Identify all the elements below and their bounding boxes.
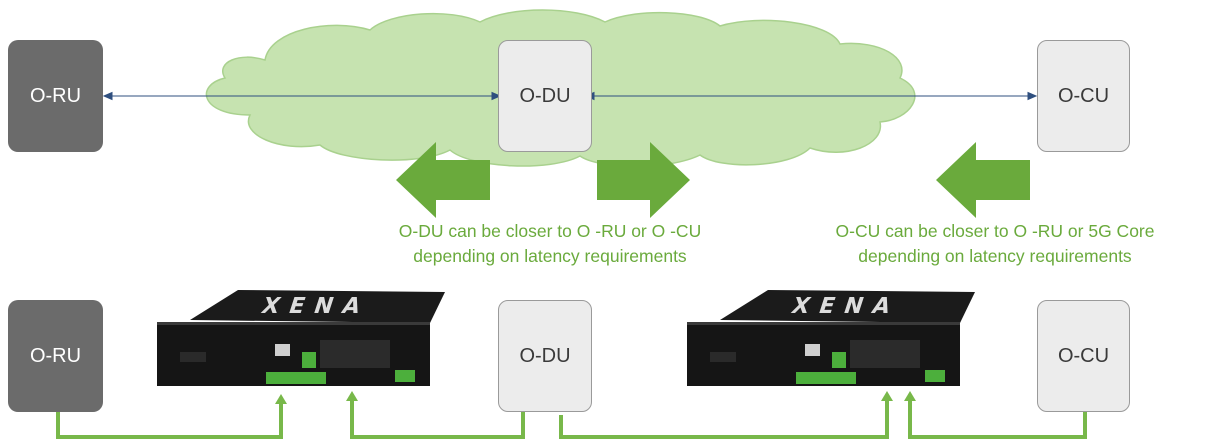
arrow-right-icon xyxy=(597,142,690,218)
link-oru-odu xyxy=(102,91,502,101)
ocu-note-line-2: depending on latency requirements xyxy=(858,246,1132,266)
svg-text:XENA: XENA xyxy=(258,294,374,319)
oru-label: O-RU xyxy=(29,344,82,367)
odu-label: O-DU xyxy=(519,84,571,107)
odu-note-line-1: O-DU can be closer to O -RU or O -CU xyxy=(398,221,702,241)
oru-node-top: O-RU xyxy=(8,40,103,152)
odu-label: O-DU xyxy=(519,344,571,367)
ocu-note-line-1: O-CU can be closer to O -RU or 5G Core xyxy=(835,221,1155,241)
ocu-label: O-CU xyxy=(1057,344,1110,367)
ocu-node-top: O-CU xyxy=(1037,40,1130,152)
oru-label: O-RU xyxy=(29,84,82,107)
ocu-placement-note: O-CU can be closer to O -RU or 5G Core d… xyxy=(790,219,1200,269)
ocu-label: O-CU xyxy=(1057,84,1110,107)
oru-node-bottom: O-RU xyxy=(8,300,103,412)
svg-text:XENA: XENA xyxy=(788,294,904,319)
arrow-left-icon xyxy=(396,142,490,218)
arrow-left-icon xyxy=(936,142,1030,218)
ocu-node-bottom: O-CU xyxy=(1037,300,1130,412)
odu-note-line-2: depending on latency requirements xyxy=(413,246,687,266)
odu-node-top: O-DU xyxy=(498,40,592,152)
bottom-connectors xyxy=(56,400,1087,439)
odu-placement-note: O-DU can be closer to O -RU or O -CU dep… xyxy=(340,219,760,269)
odu-node-bottom: O-DU xyxy=(498,300,592,412)
xena-device-1: XENA xyxy=(157,290,445,386)
xena-device-2: XENA xyxy=(687,290,975,386)
